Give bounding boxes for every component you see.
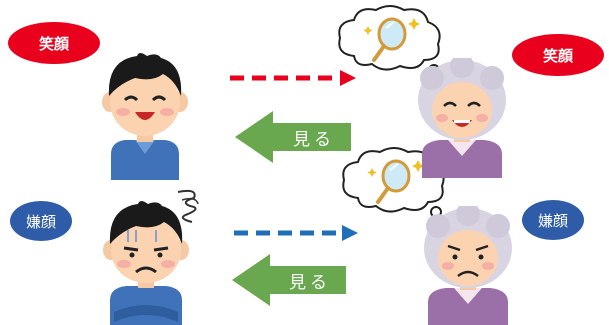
- look-arrow-bottom-text: 見る: [289, 272, 331, 293]
- scribble-icon: [177, 189, 199, 223]
- smiling-grandma-icon: [418, 58, 506, 178]
- smiling-boy-icon: [102, 53, 188, 180]
- smile-badge-right: 笑顔: [512, 34, 604, 76]
- mirror-icon: [376, 159, 411, 204]
- sad-boy-icon: [103, 201, 189, 325]
- look-arrow-top-label: 見る: [275, 123, 353, 151]
- mirror-thought-bubble-top: [338, 5, 444, 84]
- sad-badge-right-text: 嫌顔: [537, 211, 568, 230]
- sad-grandma-icon: [424, 206, 512, 325]
- smile-badge-left: 笑顔: [8, 22, 100, 64]
- sad-badge-left: 嫌顔: [10, 201, 72, 241]
- smile-badge-right-text: 笑顔: [542, 46, 573, 65]
- look-arrow-top-text: 見る: [293, 129, 335, 150]
- sad-badge-right: 嫌顔: [522, 200, 584, 240]
- dashed-arrow-blue: [234, 225, 358, 241]
- look-arrow-bottom-shape: [232, 254, 346, 306]
- look-arrow-bottom-label: 見る: [272, 266, 348, 294]
- smile-badge-left-text: 笑顔: [38, 34, 69, 53]
- sad-badge-left-text: 嫌顔: [25, 212, 56, 231]
- look-arrow-top-shape: [235, 111, 351, 163]
- dashed-arrow-red: [230, 70, 356, 86]
- mirror-icon: [372, 17, 407, 62]
